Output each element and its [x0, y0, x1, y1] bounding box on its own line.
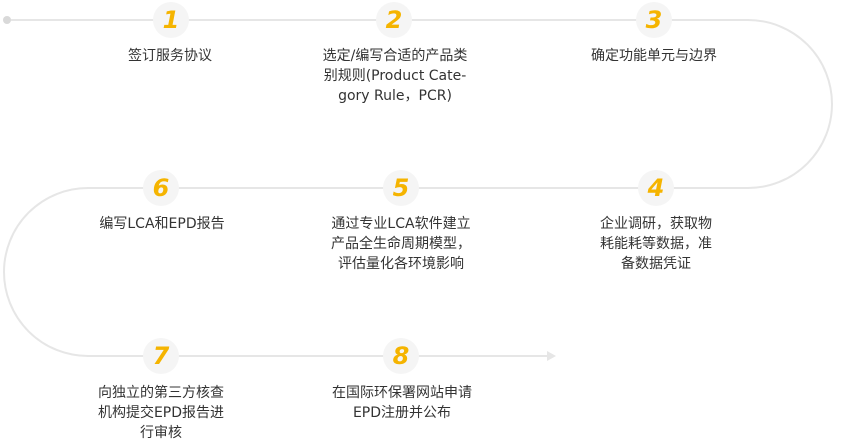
step-6-text: 编写LCA和EPD报告 [99, 216, 225, 232]
track-start-dot [3, 16, 11, 24]
step-1-text: 签订服务协议 [128, 48, 212, 64]
step-3-text: 确定功能单元与边界 [591, 48, 717, 64]
step-4-text: 企业调研，获取物 耗能耗等数据，准 备数据凭证 [600, 216, 712, 272]
step-2-number: 2 [376, 2, 412, 38]
step-8-number: 8 [383, 338, 419, 374]
step-7-text: 向独立的第三方核查 机构提交EPD报告进 行审核 [97, 385, 225, 441]
step-6-number: 6 [143, 170, 179, 206]
step-7-number: 7 [143, 338, 179, 374]
step-4-number: 4 [638, 170, 674, 206]
track-arrow-head [547, 351, 556, 361]
step-5-text: 通过专业LCA软件建立 产品全生命周期模型， 评估量化各环境影响 [331, 216, 471, 272]
step-1-number: 1 [153, 2, 189, 38]
step-3-number: 3 [636, 2, 672, 38]
step-8-text: 在国际环保署网站申请 EPD注册并公布 [332, 385, 472, 421]
step-2-text: 选定/编写合适的产品类 别规则(Product Cate- gory Rule，… [322, 48, 468, 104]
step-5-number: 5 [383, 170, 419, 206]
